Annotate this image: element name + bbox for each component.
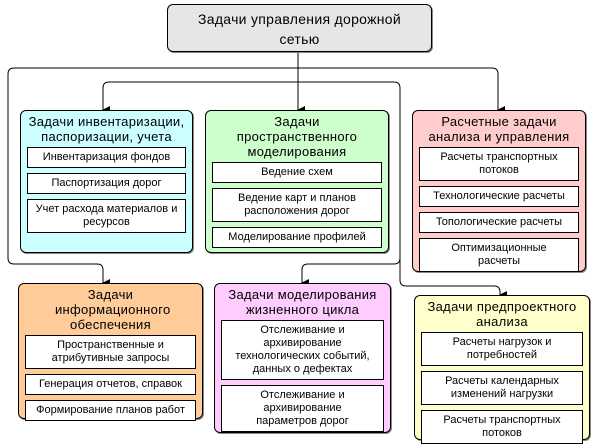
connector-to-preproject: [399, 258, 507, 299]
task-item: Инвентаризация фондов: [27, 147, 186, 168]
task-item: Отслеживание и архивирование параметров …: [221, 385, 384, 432]
group-title: Задачи информационного обеспечения: [55, 287, 171, 332]
root-title: Задачи управления дорожной сетью: [197, 11, 401, 47]
group-inventory: Задачи инвентаризации, паспоризации, уче…: [20, 110, 193, 253]
task-item: Моделирование профилей: [212, 227, 382, 248]
task-item: Учет расхода материалов и ресурсов: [27, 199, 186, 233]
group-title: Задачи предпроектного анализа: [427, 299, 577, 329]
group-title: Задачи пространственного моделирования: [236, 114, 358, 159]
connector-to-info: [7, 67, 298, 287]
group-info-support: Задачи информационного обеспечения Прост…: [18, 283, 203, 421]
task-item: Расчеты нагрузок и потребностей: [421, 332, 583, 366]
group-title: Задачи моделирования жизненного цикла: [228, 287, 377, 317]
task-item: Расчеты транспортных потоков: [421, 410, 583, 444]
task-item: Ведение карт и планов расположения дорог: [212, 188, 382, 222]
root-box: Задачи управления дорожной сетью: [167, 4, 432, 52]
task-item: Оптимизационные расчеты: [419, 238, 579, 272]
group-preproject-analysis: Задачи предпроектного анализа Расчеты на…: [414, 295, 590, 444]
group-lifecycle-modeling: Задачи моделирования жизненного цикла От…: [214, 283, 391, 433]
task-item: Технологические расчеты: [419, 186, 579, 207]
task-item: Расчеты календарных изменений нагрузки: [421, 371, 583, 405]
task-item: Топологические расчеты: [419, 212, 579, 233]
task-item: Отслеживание и архивирование технологиче…: [221, 320, 384, 380]
task-item: Ведение схем: [212, 162, 382, 183]
connector-to-calc: [298, 67, 505, 114]
task-item: Пространственные и атрибутивные запросы: [25, 335, 196, 369]
task-item: Расчеты транспортных потоков: [419, 147, 579, 181]
group-calc-analysis: Расчетные задачи анализа и управления Ра…: [412, 110, 586, 272]
task-item: Генерация отчетов, справок: [25, 374, 196, 395]
task-item: Формирование планов работ: [25, 400, 196, 421]
connector-to-lifecycle: [298, 81, 401, 287]
group-title: Расчетные задачи анализа и управления: [428, 114, 570, 144]
connector-to-inventory: [102, 81, 298, 114]
group-spatial-modeling: Задачи пространственного моделирования В…: [205, 110, 389, 253]
task-item: Паспортизация дорог: [27, 173, 186, 194]
group-title: Задачи инвентаризации, паспоризации, уче…: [28, 114, 185, 144]
